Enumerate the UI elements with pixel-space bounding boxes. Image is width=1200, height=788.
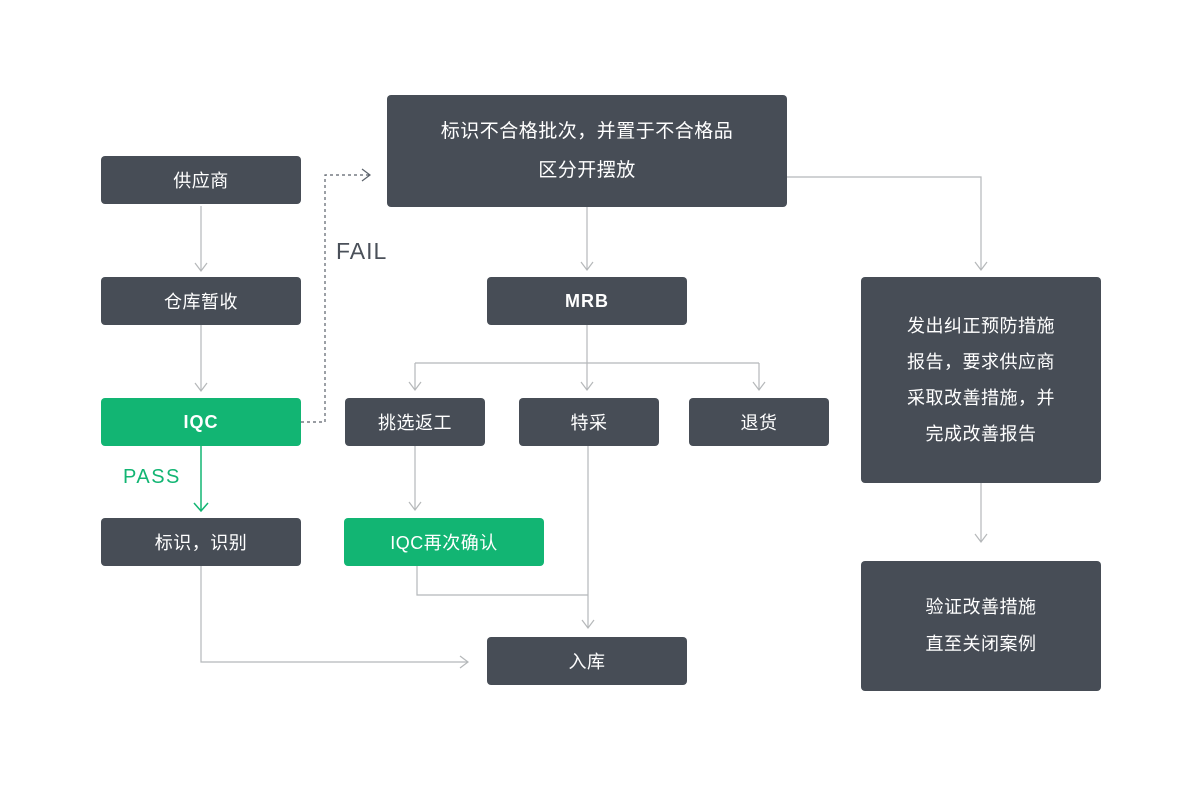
node-special-accept: 特采 [519, 398, 659, 446]
node-return-goods-label: 退货 [740, 413, 778, 433]
node-verify-close: 验证改善措施 直至关闭案例 [861, 561, 1101, 691]
node-capa-report: 发出纠正预防措施 报告，要求供应商 采取改善措施，并 完成改善报告 [861, 277, 1101, 483]
node-iqc-reconfirm-label: IQC再次确认 [390, 533, 498, 553]
node-capa-report-line-4: 完成改善报告 [925, 424, 1037, 444]
node-mrb-label: MRB [565, 290, 609, 311]
node-verify-close-line-2: 直至关闭案例 [925, 634, 1037, 654]
node-iqc-label: IQC [183, 411, 219, 432]
node-mark-identify-label: 标识，识别 [154, 533, 248, 553]
pass-edge-label: PASS [123, 466, 181, 488]
node-capa-report-line-2: 报告，要求供应商 [907, 352, 1055, 372]
node-mrb: MRB [487, 277, 687, 325]
arrow-iqc-fail-dashed [301, 168, 371, 423]
node-warehouse-receive-label: 仓库暂收 [164, 292, 238, 312]
node-warehouse-in-label: 入库 [568, 652, 606, 672]
node-warehouse-in: 入库 [487, 637, 687, 685]
arrow-capa-to-verify [974, 483, 988, 543]
node-mark-identify: 标识，识别 [101, 518, 301, 566]
node-nonconforming-area: 标识不合格批次，并置于不合格品 区分开摆放 [387, 95, 787, 207]
arrow-special-to-in [581, 446, 595, 629]
node-iqc-reconfirm: IQC再次确认 [344, 518, 544, 566]
arrow-noncon-to-capa [787, 176, 988, 271]
mrb-branch-split [408, 325, 766, 391]
node-sort-rework-label: 挑选返工 [378, 413, 452, 433]
node-verify-close-line-1: 验证改善措施 [925, 597, 1037, 617]
arrow-warehouse-to-iqc [194, 325, 208, 392]
node-return-goods: 退货 [689, 398, 829, 446]
node-nonconforming-line-2: 区分开摆放 [538, 160, 636, 181]
line-reconfirm-join [416, 566, 588, 596]
node-warehouse-receive: 仓库暂收 [101, 277, 301, 325]
node-capa-report-line-3: 采取改善措施，并 [907, 388, 1055, 408]
arrow-iqc-pass-to-mark [193, 446, 209, 513]
node-iqc: IQC [101, 398, 301, 446]
arrow-sort-to-reconfirm [408, 446, 422, 511]
node-nonconforming-line-1: 标识不合格批次，并置于不合格品 [440, 121, 734, 142]
arrow-supplier-to-warehouse [194, 206, 208, 272]
fail-edge-label: FAIL [336, 238, 388, 264]
node-special-accept-label: 特采 [570, 413, 608, 433]
node-capa-report-line-1: 发出纠正预防措施 [907, 316, 1055, 336]
node-supplier: 供应商 [101, 156, 301, 204]
node-sort-rework: 挑选返工 [345, 398, 485, 446]
arrow-mark-to-in [200, 566, 469, 669]
arrow-noncon-to-mrb [580, 207, 594, 271]
node-supplier-label: 供应商 [173, 171, 229, 191]
